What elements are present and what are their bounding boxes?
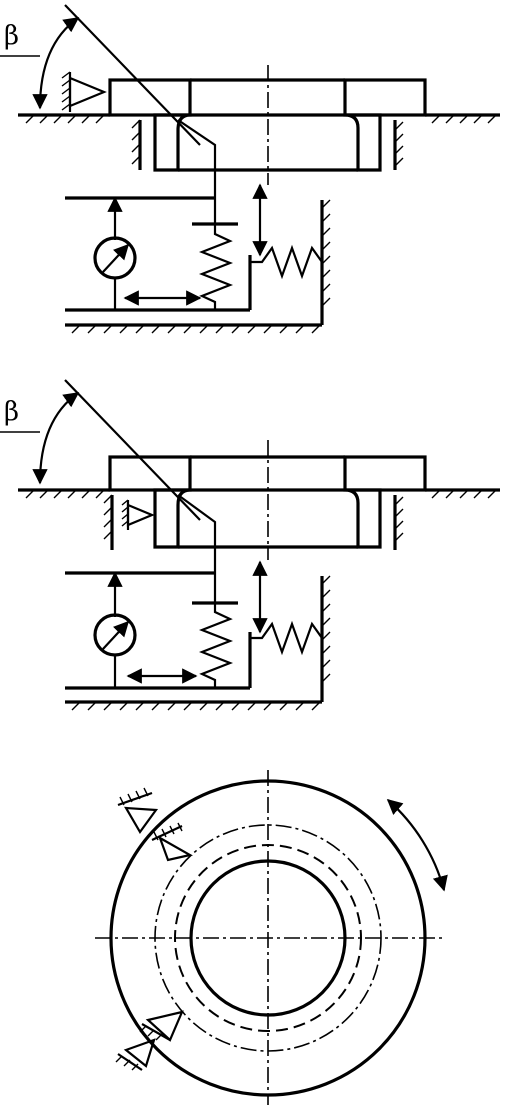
rotation-arrow	[386, 798, 448, 892]
dash-dot-circle	[154, 824, 382, 1052]
top-view-assembly: β	[0, 4, 500, 334]
support-symbol-middle	[121, 499, 155, 530]
housing-walls-middle	[103, 494, 404, 550]
support-symbol-plan-1	[117, 787, 159, 835]
dashed-circle	[174, 844, 362, 1032]
angle-beta-middle: β	[0, 379, 201, 521]
support-symbol-plan-4	[115, 1038, 156, 1071]
stylus-middle	[177, 494, 217, 602]
outer-circle	[109, 779, 427, 1097]
beta-label-middle: β	[4, 397, 19, 427]
spring-horizontal-middle	[250, 620, 323, 656]
housing-walls-top	[131, 119, 404, 170]
stylus-top	[177, 119, 217, 225]
spring-vertical-middle	[198, 603, 234, 688]
spring-horizontal-top	[250, 244, 323, 280]
plan-view	[95, 770, 448, 1105]
spring-vertical-top	[198, 224, 234, 310]
gauge-circuit-middle	[65, 560, 331, 711]
angle-beta-top: β	[0, 4, 201, 146]
beta-label-top: β	[4, 21, 19, 51]
flange-workpiece-top	[108, 65, 427, 185]
flange-workpiece-middle	[108, 440, 427, 560]
support-symbol-plan-3	[139, 1010, 184, 1042]
support-symbol-plan-2	[151, 822, 194, 862]
support-symbol-top	[61, 71, 107, 112]
ground-line-middle	[18, 488, 500, 499]
inner-bore-circle	[189, 859, 347, 1017]
ground-line-top	[18, 113, 500, 124]
middle-view-assembly: β	[0, 379, 500, 711]
gauge-circuit-top	[65, 183, 331, 334]
